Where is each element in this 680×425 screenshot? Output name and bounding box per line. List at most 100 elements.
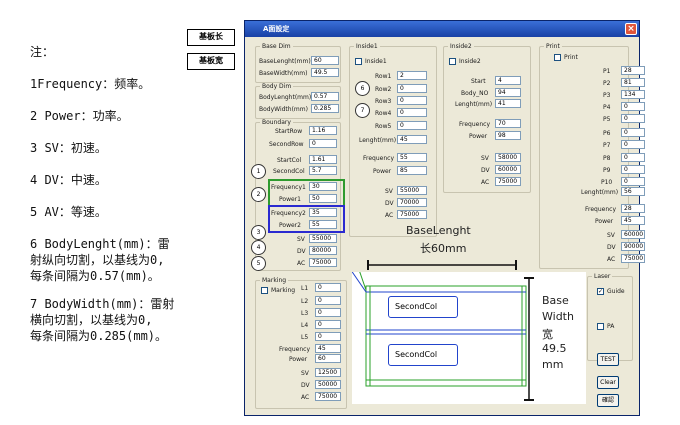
startrow-field[interactable]: 1.16: [309, 126, 337, 135]
marking-sv-field[interactable]: 12500: [315, 368, 341, 377]
inside1-checkbox[interactable]: [355, 58, 362, 65]
l5-field[interactable]: 0: [315, 332, 341, 341]
p1-field[interactable]: 28: [621, 66, 645, 75]
test-button[interactable]: TEST: [597, 353, 619, 366]
body-no-label: Body_NO: [461, 90, 489, 97]
confirm-button[interactable]: 確認: [597, 394, 619, 407]
p8-field[interactable]: 0: [621, 153, 645, 162]
print-checkbox[interactable]: [554, 54, 561, 61]
l3-field[interactable]: 0: [315, 308, 341, 317]
body-width-field[interactable]: 0.285: [311, 104, 339, 113]
p6-field[interactable]: 0: [621, 128, 645, 137]
print-ac-label: AC: [607, 256, 616, 263]
inside2-legend: Inside2: [450, 43, 472, 50]
print-frequency-field[interactable]: 28: [621, 204, 645, 213]
power2-field[interactable]: 55: [309, 220, 337, 229]
print-length-field[interactable]: 56: [621, 187, 645, 196]
marking-frequency-label: Frequency: [279, 346, 310, 353]
l1-field[interactable]: 0: [315, 283, 341, 292]
inside2-power-field[interactable]: 98: [495, 131, 521, 140]
boundary-dv-label: DV: [297, 248, 306, 255]
secondcol-label: SecondCol: [273, 168, 305, 175]
close-button[interactable]: ×: [625, 23, 637, 35]
guide-checkbox[interactable]: ✓: [597, 288, 604, 295]
base-length-field[interactable]: 60: [311, 56, 339, 65]
inside2-length-field[interactable]: 41: [495, 99, 521, 108]
print-power-field[interactable]: 45: [621, 216, 645, 225]
marking-ac-field[interactable]: 75000: [315, 392, 341, 401]
base-length-dimension-line: [367, 260, 517, 270]
frequency2-field[interactable]: 35: [309, 208, 337, 217]
p9-field[interactable]: 0: [621, 165, 645, 174]
print-ac-field[interactable]: 75000: [621, 254, 645, 263]
marking-checkbox[interactable]: [261, 287, 268, 294]
p3-field[interactable]: 134: [621, 90, 645, 99]
p5-label: P5: [603, 116, 611, 123]
inside1-dv-label: DV: [385, 200, 394, 207]
pa-checkbox[interactable]: [597, 323, 604, 330]
row1-field[interactable]: 2: [397, 71, 427, 80]
inside2-start-label: Start: [471, 78, 486, 85]
inside2-frequency-field[interactable]: 70: [495, 119, 521, 128]
base-width-text-5: mm: [542, 358, 564, 371]
p2-field[interactable]: 81: [621, 78, 645, 87]
boundary-ac-field[interactable]: 75000: [309, 258, 337, 267]
clear-button[interactable]: Clear: [597, 376, 619, 389]
row3-field[interactable]: 0: [397, 96, 427, 105]
note-sv: 3 SV：初速。: [30, 141, 107, 155]
marking-frequency-field[interactable]: 45: [315, 344, 341, 353]
row2-field[interactable]: 0: [397, 84, 427, 93]
inside2-sv-field[interactable]: 58000: [495, 153, 521, 162]
startcol-field[interactable]: 1.61: [309, 155, 337, 164]
title-bar: A面設定 ×: [245, 21, 639, 37]
inside2-start-field[interactable]: 4: [495, 76, 521, 85]
note-power: 2 Power：功率。: [30, 109, 129, 123]
print-dv-field[interactable]: 90000: [621, 242, 645, 251]
print-length-label: Lenght(mm): [581, 189, 619, 196]
inside1-dv-field[interactable]: 70000: [397, 198, 427, 207]
p4-label: P4: [603, 104, 611, 111]
marking-dv-field[interactable]: 50000: [315, 380, 341, 389]
body-no-field[interactable]: 94: [495, 88, 521, 97]
note-heading: 注：: [30, 45, 55, 59]
inside1-power-field[interactable]: 85: [397, 166, 427, 175]
body-length-field[interactable]: 0.57: [311, 92, 339, 101]
base-width-text-4: 49.5: [542, 342, 567, 355]
marking-power-field[interactable]: 60: [315, 354, 341, 363]
secondcol-field[interactable]: 5.7: [309, 166, 337, 175]
p5-field[interactable]: 0: [621, 114, 645, 123]
power1-field[interactable]: 50: [309, 194, 337, 203]
startrow-label: StartRow: [275, 128, 303, 135]
p7-field[interactable]: 0: [621, 140, 645, 149]
frequency1-field[interactable]: 30: [309, 182, 337, 191]
l3-label: L3: [301, 310, 309, 317]
secondrow-field[interactable]: 0: [309, 139, 337, 148]
p4-field[interactable]: 0: [621, 102, 645, 111]
base-width-field[interactable]: 49.5: [311, 68, 339, 77]
note-dv: 4 DV：中速。: [30, 173, 107, 187]
inside2-checkbox[interactable]: [449, 58, 456, 65]
callout-base-width: 基板宽: [187, 53, 235, 70]
boundary-dv-field[interactable]: 80000: [309, 246, 337, 255]
boundary-sv-field[interactable]: 55000: [309, 234, 337, 243]
row5-label: Row5: [375, 123, 392, 130]
inside1-frequency-field[interactable]: 55: [397, 153, 427, 162]
l2-field[interactable]: 0: [315, 296, 341, 305]
print-sv-field[interactable]: 60000: [621, 230, 645, 239]
row5-field[interactable]: 0: [397, 121, 427, 130]
startcol-label: StartCol: [277, 157, 302, 164]
marking-group: Marking: [255, 277, 347, 409]
inside2-length-label: Lenght(mm): [455, 101, 493, 108]
row4-field[interactable]: 0: [397, 108, 427, 117]
inside2-dv-field[interactable]: 60000: [495, 165, 521, 174]
inside1-sv-field[interactable]: 55000: [397, 186, 427, 195]
l4-field[interactable]: 0: [315, 320, 341, 329]
p10-field[interactable]: 0: [621, 177, 645, 186]
inside2-ac-field[interactable]: 75000: [495, 177, 521, 186]
inside1-length-field[interactable]: 45: [397, 135, 427, 144]
row3-label: Row3: [375, 98, 392, 105]
p3-label: P3: [603, 92, 611, 99]
inside1-frequency-label: Frequency: [363, 155, 394, 162]
inside1-ac-field[interactable]: 75000: [397, 210, 427, 219]
secondcol-bubble-2: SecondCol: [388, 344, 458, 366]
